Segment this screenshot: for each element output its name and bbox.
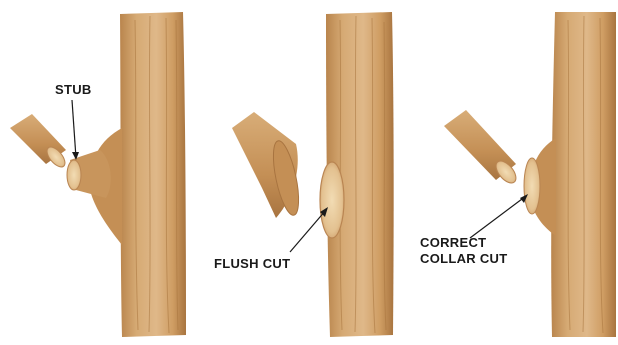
collar-cut-panel: [444, 12, 616, 337]
correct-collar-cut-label: CORRECT COLLAR CUT: [420, 235, 508, 267]
stub-panel: [10, 12, 186, 337]
collar-callout-line: [470, 196, 526, 238]
correct-collar-cut-label-line1: CORRECT: [420, 235, 508, 251]
flush-cut-panel: [232, 12, 394, 337]
flush-callout-line: [290, 210, 326, 252]
stub-cut-face: [67, 160, 81, 190]
flush-cut-label: FLUSH CUT: [214, 256, 290, 272]
collar-cut-face: [524, 158, 540, 214]
correct-collar-cut-label-line2: COLLAR CUT: [420, 251, 508, 267]
stub-label: STUB: [55, 82, 92, 98]
stub-callout-line: [72, 100, 76, 158]
flush-cut-wound: [320, 162, 344, 238]
